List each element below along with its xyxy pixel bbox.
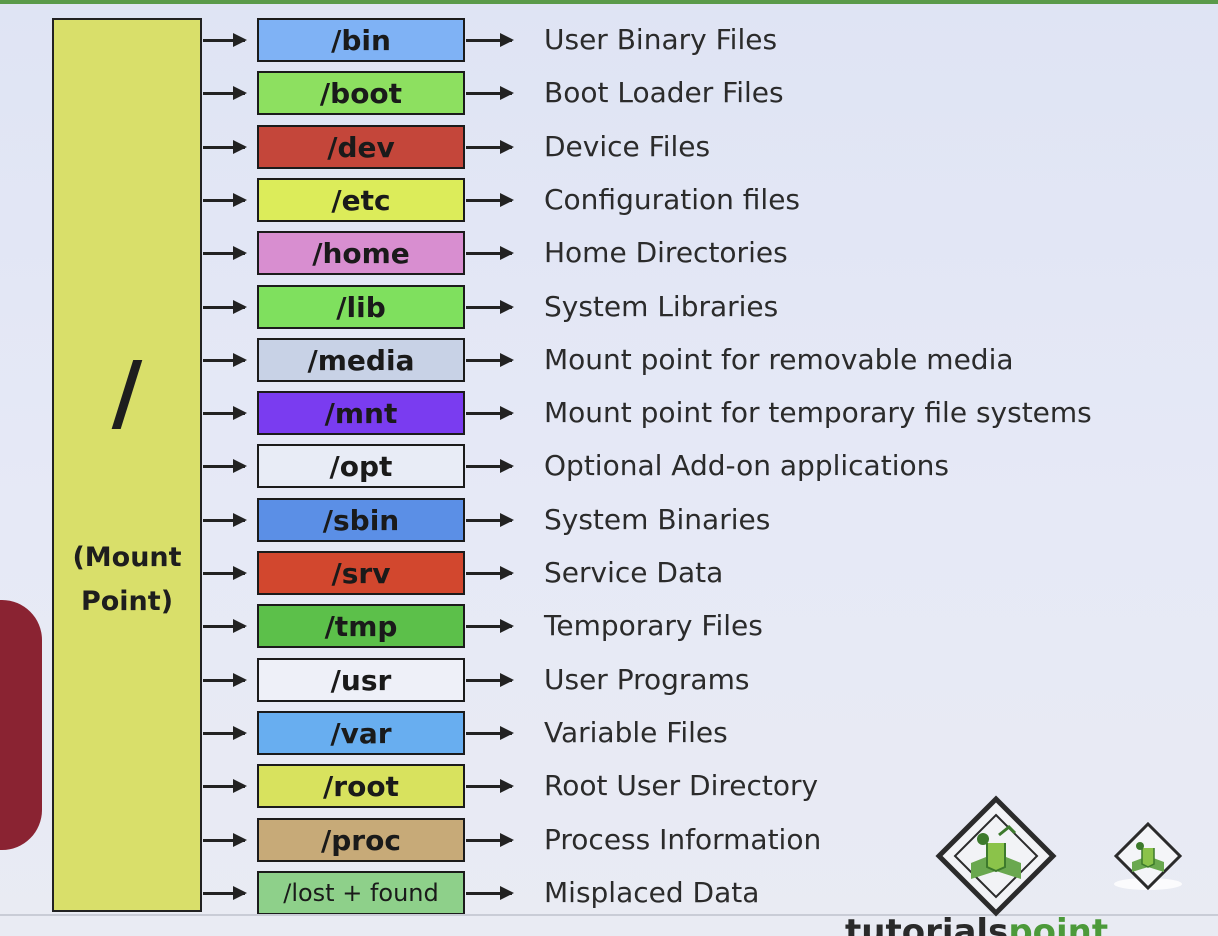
directory-description: Service Data [544, 556, 724, 589]
tutorialspoint-logo-icon [935, 795, 1057, 917]
dir-to-desc-arrow-icon [466, 246, 514, 260]
dir-to-desc-arrow-icon [466, 673, 514, 687]
directory-name-box: /srv [257, 551, 465, 595]
directory-description: Misplaced Data [544, 876, 760, 909]
directory-name-box: /media [257, 338, 465, 382]
mount-to-dir-arrow-icon [203, 779, 247, 793]
directory-name-box: /sbin [257, 498, 465, 542]
presenter-silhouette [0, 600, 42, 850]
directory-name-box: /tmp [257, 604, 465, 648]
dir-to-desc-arrow-icon [466, 140, 514, 154]
directory-row: /mnt Mount point for temporary file syste… [0, 391, 1218, 437]
dir-to-desc-arrow-icon [466, 86, 514, 100]
directory-row: /root Root User Directory [0, 764, 1218, 810]
mount-to-dir-arrow-icon [203, 833, 247, 847]
directory-row: /proc Process Information [0, 818, 1218, 864]
mount-to-dir-arrow-icon [203, 140, 247, 154]
dir-to-desc-arrow-icon [466, 406, 514, 420]
dir-to-desc-arrow-icon [466, 33, 514, 47]
directory-row: /lost + found Misplaced Data [0, 871, 1218, 917]
directory-name-box: /dev [257, 125, 465, 169]
directory-description: Process Information [544, 823, 822, 856]
directory-row: /bin User Binary Files [0, 18, 1218, 64]
directory-name-box: /lost + found [257, 871, 465, 915]
directory-description: Configuration files [544, 183, 801, 216]
directory-row: /home Home Directories [0, 231, 1218, 277]
directory-description: Variable Files [544, 716, 728, 749]
directory-name-box: /home [257, 231, 465, 275]
dir-to-desc-arrow-icon [466, 566, 514, 580]
directory-name-box: /opt [257, 444, 465, 488]
dir-to-desc-arrow-icon [466, 300, 514, 314]
directory-name-box: /mnt [257, 391, 465, 435]
tutorialspoint-wordmark: tutorialspoint [845, 912, 1165, 936]
directory-name-box: /bin [257, 18, 465, 62]
directory-description: Mount point for removable media [544, 343, 1014, 376]
directory-description: Boot Loader Files [544, 76, 784, 109]
top-edge-bar [0, 0, 1218, 4]
directory-row: /boot Boot Loader Files [0, 71, 1218, 117]
directory-row: /var Variable Files [0, 711, 1218, 757]
directory-name-box: /etc [257, 178, 465, 222]
directory-row: /sbin System Binaries [0, 498, 1218, 544]
directory-description: Temporary Files [544, 609, 763, 642]
directory-description: User Programs [544, 663, 750, 696]
mount-to-dir-arrow-icon [203, 300, 247, 314]
dir-to-desc-arrow-icon [466, 833, 514, 847]
directory-row: /tmp Temporary Files [0, 604, 1218, 650]
directory-description: Optional Add-on applications [544, 449, 949, 482]
directory-row: /srv Service Data [0, 551, 1218, 597]
mount-to-dir-arrow-icon [203, 353, 247, 367]
directory-name-box: /var [257, 711, 465, 755]
mount-to-dir-arrow-icon [203, 673, 247, 687]
dir-to-desc-arrow-icon [466, 726, 514, 740]
directory-row: /opt Optional Add-on applications [0, 444, 1218, 490]
mount-to-dir-arrow-icon [203, 886, 247, 900]
directory-description: System Binaries [544, 503, 771, 536]
mount-label-line1: (Mount [72, 542, 182, 573]
dir-to-desc-arrow-icon [466, 513, 514, 527]
directory-name-box: /proc [257, 818, 465, 862]
mount-to-dir-arrow-icon [203, 86, 247, 100]
wordmark-part1: tutorials [845, 912, 1009, 936]
mount-to-dir-arrow-icon [203, 726, 247, 740]
wordmark-part2: point [1008, 912, 1109, 936]
directory-row: /dev Device Files [0, 125, 1218, 171]
dir-to-desc-arrow-icon [466, 619, 514, 633]
directory-description: User Binary Files [544, 23, 778, 56]
mount-to-dir-arrow-icon [203, 566, 247, 580]
mount-to-dir-arrow-icon [203, 33, 247, 47]
directory-name-box: /boot [257, 71, 465, 115]
dir-to-desc-arrow-icon [466, 193, 514, 207]
tutorialspoint-small-logo-icon [1113, 822, 1183, 891]
directory-name-box: /usr [257, 658, 465, 702]
dir-to-desc-arrow-icon [466, 886, 514, 900]
directory-description: Mount point for temporary file systems [544, 396, 1092, 429]
directory-row: /media Mount point for removable media [0, 338, 1218, 384]
dir-to-desc-arrow-icon [466, 459, 514, 473]
directory-description: Device Files [544, 130, 711, 163]
directory-name-box: /lib [257, 285, 465, 329]
mount-to-dir-arrow-icon [203, 406, 247, 420]
root-mount-point-box: / (Mount Point) [52, 18, 202, 912]
mount-to-dir-arrow-icon [203, 513, 247, 527]
directory-description: System Libraries [544, 290, 779, 323]
mount-to-dir-arrow-icon [203, 459, 247, 473]
mount-to-dir-arrow-icon [203, 619, 247, 633]
directory-description: Root User Directory [544, 769, 819, 802]
directory-name-box: /root [257, 764, 465, 808]
mount-label-line2: Point) [80, 586, 174, 617]
dir-to-desc-arrow-icon [466, 353, 514, 367]
root-slash-symbol: / [111, 343, 143, 441]
dir-to-desc-arrow-icon [466, 779, 514, 793]
mount-to-dir-arrow-icon [203, 246, 247, 260]
directory-row: /lib System Libraries [0, 285, 1218, 331]
directory-row: /usr User Programs [0, 658, 1218, 704]
directory-row: /etc Configuration files [0, 178, 1218, 224]
mount-point-label: (Mount Point) [54, 536, 200, 624]
mount-to-dir-arrow-icon [203, 193, 247, 207]
directory-description: Home Directories [544, 236, 788, 269]
bottom-divider [0, 914, 1218, 916]
